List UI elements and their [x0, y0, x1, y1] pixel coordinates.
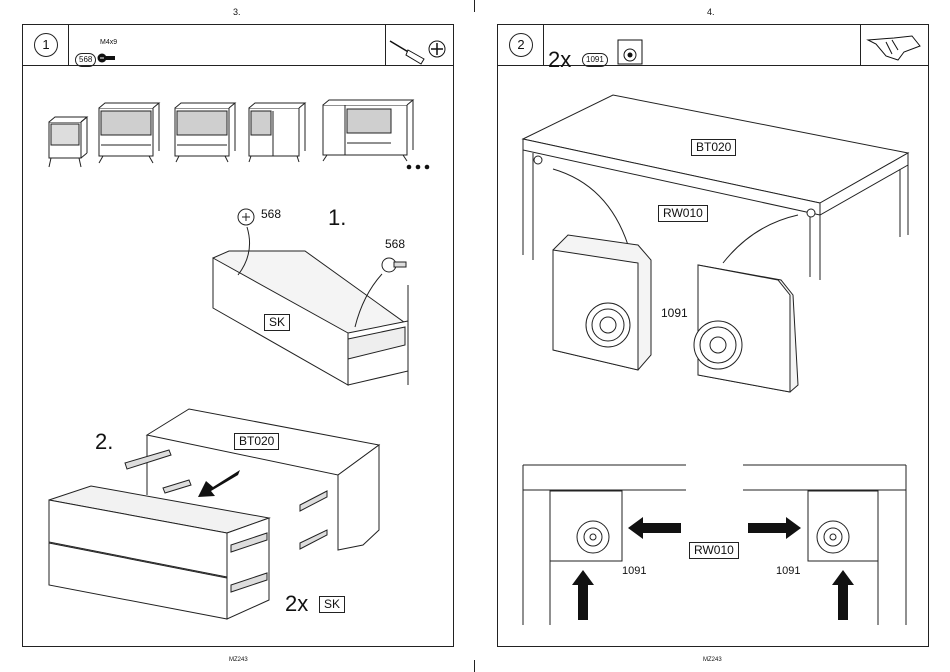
more-variants-dots [407, 165, 430, 170]
page-number-left: 3. [233, 7, 241, 17]
bumper-label-left: 1091 [622, 565, 646, 577]
screw-label-b: 568 [385, 237, 405, 251]
quantity-left: 2x [285, 591, 308, 617]
drawer-label: SK [264, 314, 290, 331]
footer-right: MZ243 [703, 657, 722, 663]
frame-label: BT020 [234, 433, 279, 450]
product-variants-row [49, 100, 413, 167]
bumper-part-label: 1091 [661, 306, 688, 320]
bumper-label-right: 1091 [776, 565, 800, 577]
crop-mark-top [474, 0, 475, 12]
page-number-right: 4. [707, 7, 715, 17]
sub-step-2: 2. [95, 429, 113, 455]
sub-step-1: 1. [328, 205, 346, 231]
top-frame-label: BT020 [691, 139, 736, 156]
instruction-page-right: 2 2x 1091 [497, 24, 929, 647]
insert-arrow [198, 470, 240, 497]
crop-mark-bottom [474, 660, 475, 672]
footer-left: MZ243 [229, 657, 248, 663]
drawer-sk-illustration [213, 251, 408, 385]
side-panel-label: RW010 [658, 205, 708, 222]
assembly-illustration-left [23, 25, 455, 648]
bottom-panel-label: RW010 [689, 542, 739, 559]
drawer-pair-illustration [49, 486, 269, 619]
instruction-page-left: 1 M4x9 568 [22, 24, 454, 647]
quantity-part-label: SK [319, 596, 345, 613]
screw-label-a: 568 [261, 207, 281, 221]
